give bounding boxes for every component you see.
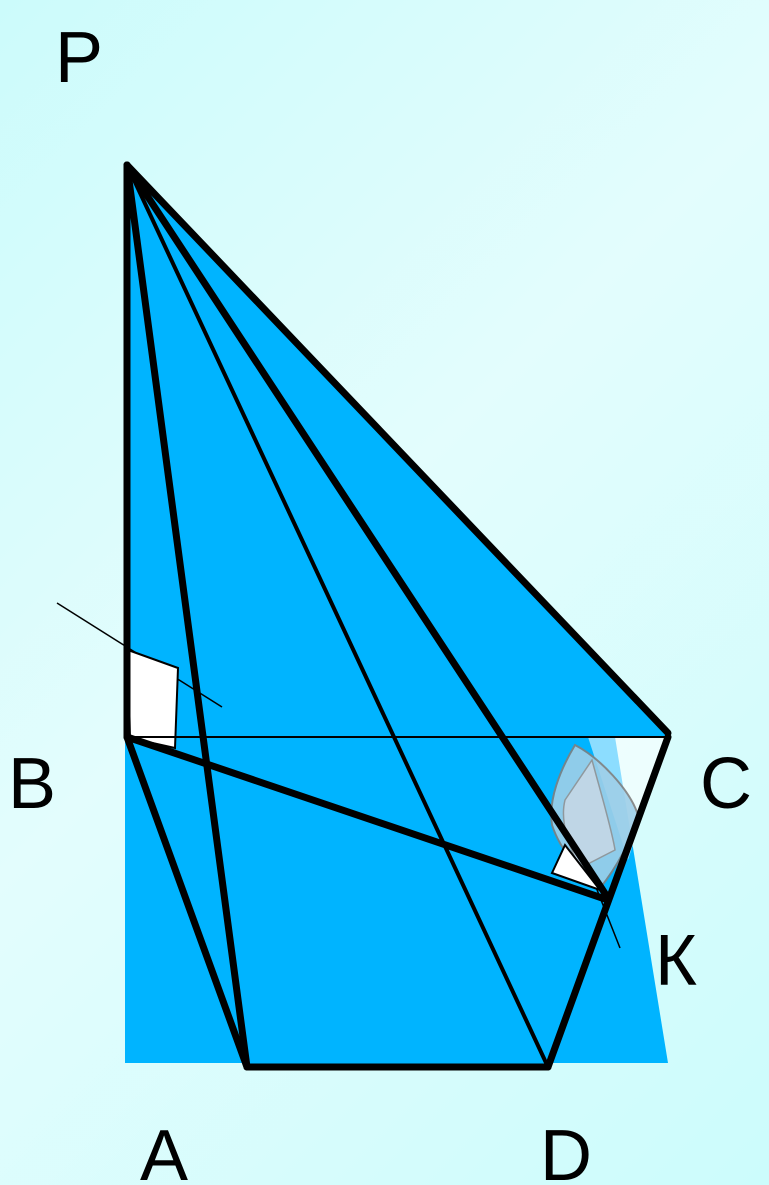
angle-mark-k — [550, 743, 640, 893]
vertex-label-d: D — [540, 1116, 592, 1185]
edge-dc — [544, 733, 672, 1071]
vertex-label-a: A — [140, 1116, 188, 1185]
bold-edges — [123, 161, 672, 1071]
right-angle-mark-b — [126, 648, 180, 750]
vertex-label-b: B — [8, 744, 56, 824]
edge-ba — [123, 733, 251, 1071]
vertex-label-c: C — [700, 744, 752, 824]
edge-pk — [123, 161, 612, 902]
vertex-label-k: К — [655, 921, 697, 1001]
edge-pc — [123, 161, 672, 737]
edge-bk — [123, 733, 612, 904]
face-pad — [127, 165, 608, 1067]
edge-pa — [123, 161, 251, 1071]
edge-pd — [125, 163, 550, 1069]
vertex-label-p: P — [55, 18, 103, 98]
